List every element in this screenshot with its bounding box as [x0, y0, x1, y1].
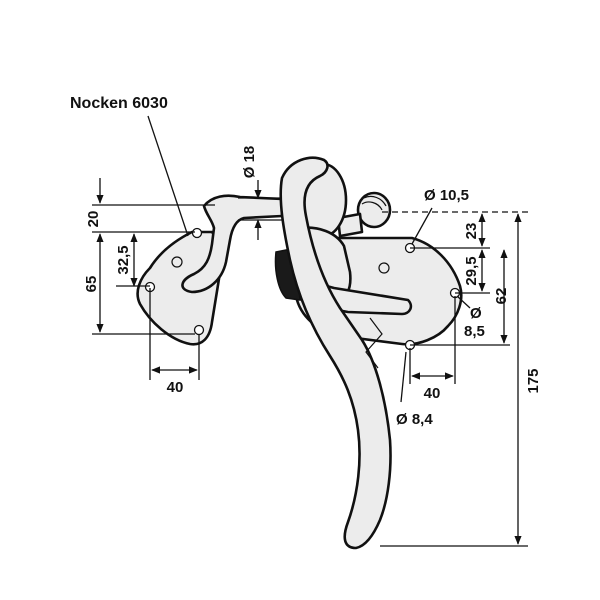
dim-40-right: 40: [424, 385, 441, 402]
dimension-lines: [92, 115, 528, 547]
dim-diameter-10-5: Ø 10,5: [424, 187, 469, 204]
dim-65: 65: [83, 276, 100, 293]
dim-diameter-18: Ø 18: [241, 146, 258, 179]
left-rivet: [171, 256, 183, 268]
dim-32-5: 32,5: [115, 245, 132, 274]
lever-handle: [279, 156, 392, 550]
cam-label: Nocken 6030: [70, 95, 168, 112]
dim-20: 20: [85, 211, 102, 228]
right-rivet: [378, 262, 390, 274]
dim-62: 62: [493, 288, 510, 305]
dim-40-left: 40: [167, 379, 184, 396]
dimension-labels: Nocken 6030 Ø 18 Ø 10,5 20 32,5 65 40 23…: [70, 95, 542, 428]
pivot-knob: [336, 191, 392, 238]
dim-23: 23: [463, 223, 480, 240]
left-bottom-hole: [193, 324, 205, 336]
left-mounting-plate: [136, 227, 222, 346]
dim-diameter-8-4: Ø 8,4: [396, 411, 433, 428]
dim-29-5: 29,5: [463, 256, 480, 285]
dim-diameter-8-5-symbol: Ø: [470, 305, 482, 322]
dim-diameter-8-5-value: 8,5: [464, 323, 485, 340]
dim-175: 175: [525, 368, 542, 393]
cam-hook: [181, 194, 284, 294]
left-top-hole: [191, 227, 203, 239]
